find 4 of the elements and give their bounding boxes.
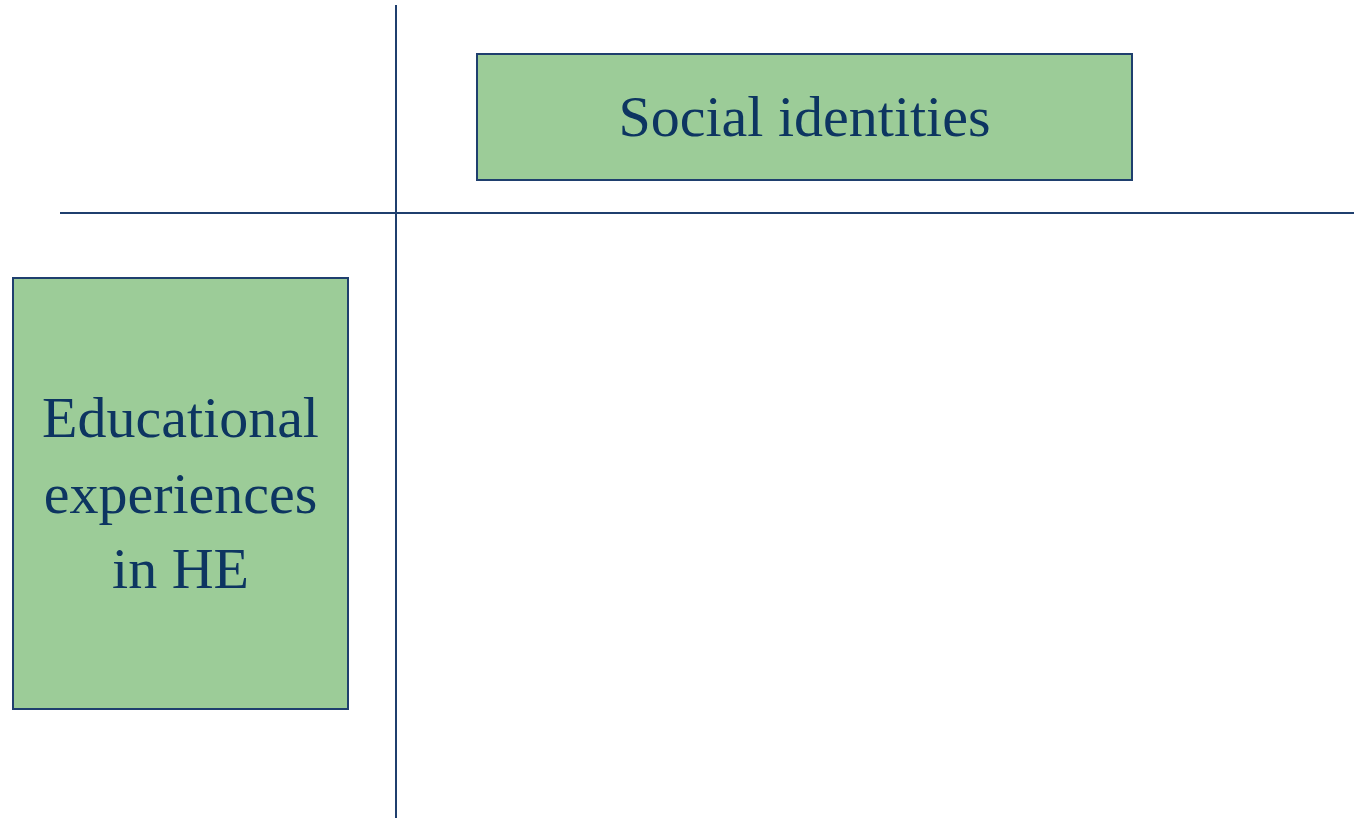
label-box	[476, 53, 1133, 181]
box-label: Social identities	[618, 83, 991, 152]
box-label: Educational experiences in HE	[41, 384, 320, 604]
label-box	[12, 277, 349, 710]
